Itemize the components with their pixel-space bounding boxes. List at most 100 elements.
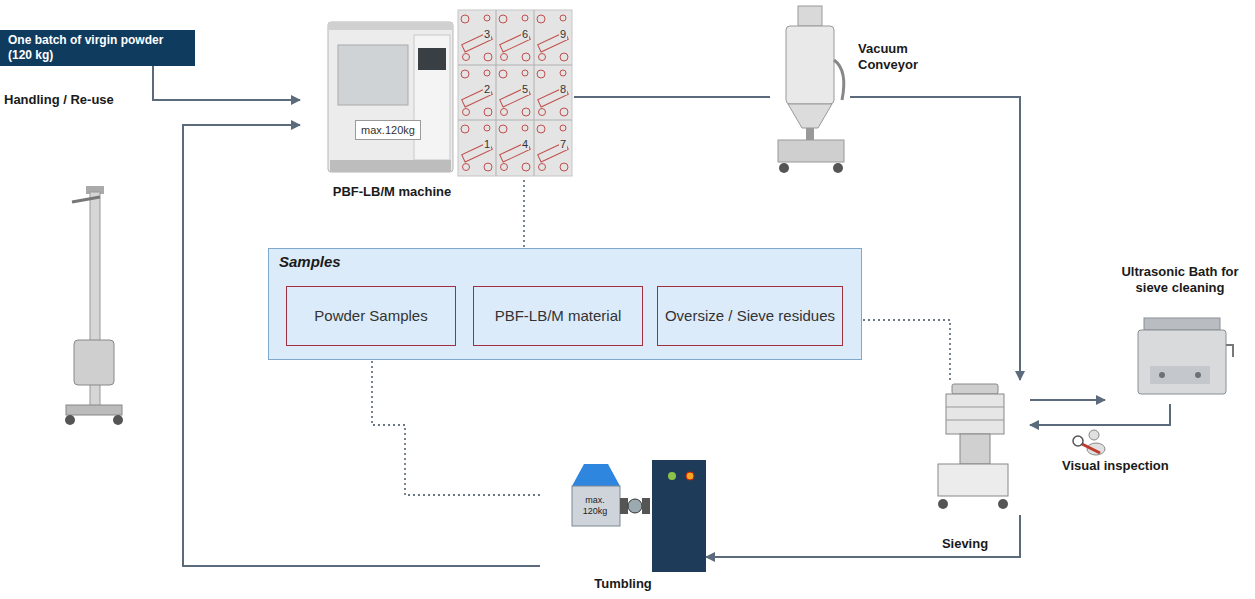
cell — [537, 15, 568, 61]
lift-base — [66, 405, 122, 415]
conveyor-motor — [798, 6, 822, 26]
coupling — [620, 498, 628, 514]
flow-arrow — [1030, 404, 1170, 425]
bath-panel — [1150, 366, 1210, 384]
conveyor-frame — [778, 140, 844, 162]
sample-arrow — [372, 346, 540, 495]
sample-box: Oversize / Sieve residues — [657, 286, 843, 346]
callout-number: 5 — [521, 83, 529, 95]
lift-illustration — [65, 186, 123, 425]
panel-title: Samples — [279, 253, 341, 271]
conveyor-hose — [834, 60, 844, 100]
bath-body — [1138, 330, 1226, 394]
machine-illustration — [328, 22, 453, 172]
wheel — [833, 163, 843, 173]
plate — [458, 10, 572, 176]
node-caption: PBF-LB/M machine — [300, 184, 484, 200]
callout-number: 7 — [559, 138, 567, 150]
callout-number: 3 — [483, 28, 491, 40]
cell — [461, 70, 492, 116]
sieve-body — [946, 394, 1004, 434]
bath-knob — [1195, 372, 1201, 378]
conveyor-cone — [788, 104, 832, 128]
machine-body — [328, 22, 453, 172]
grid-line — [458, 120, 572, 121]
coupling — [642, 498, 650, 514]
cell — [461, 15, 492, 61]
conveyor-tank — [786, 26, 834, 104]
flow-arrow — [574, 96, 770, 98]
node-caption: Sieving — [930, 536, 1000, 552]
wheel — [998, 499, 1008, 509]
magnifier-handle — [1082, 444, 1100, 453]
flow-arrow — [1030, 399, 1105, 401]
cell — [537, 125, 568, 171]
step-label: Handling / Re-use — [4, 92, 114, 108]
callout-number: 6 — [521, 28, 529, 40]
machine-side — [414, 35, 450, 160]
lift-handle — [72, 197, 100, 202]
sieve-lid — [952, 384, 998, 394]
machine-node: max.120kgPBF-LB/M machine — [300, 8, 574, 180]
bath-illustration — [1138, 318, 1233, 394]
conveyor-illustration — [778, 6, 844, 173]
inspector-icon — [1073, 430, 1105, 455]
wheel — [779, 163, 789, 173]
sieving-node: Sieving — [930, 380, 1030, 515]
bath-opening — [1144, 318, 1220, 330]
wheel — [65, 415, 75, 425]
build-plate — [458, 10, 572, 176]
cell — [461, 125, 492, 171]
node-text: Oversize / Sieve residues — [665, 307, 835, 325]
bath-knob — [1159, 372, 1165, 378]
tumbler-cabinet — [652, 460, 706, 572]
wheel — [938, 499, 948, 509]
sieve-band — [946, 407, 1004, 408]
cell — [537, 70, 568, 116]
machine-door — [338, 45, 408, 105]
flow-arrow — [706, 515, 1020, 557]
bath-node: Ultrasonic Bath for sieve cleaning — [1105, 300, 1235, 404]
node-caption: Tumbling — [573, 576, 673, 592]
node-caption: Vacuum Conveyor — [858, 41, 953, 73]
sample-box: PBF-LB/M material — [473, 286, 643, 346]
tumbler-drum — [572, 486, 620, 526]
sieve-band — [946, 420, 1004, 421]
flow-arrow — [153, 66, 300, 100]
callout-number: 8 — [559, 83, 567, 95]
wheel — [113, 415, 123, 425]
node-caption: Ultrasonic Bath for sieve cleaning — [1110, 264, 1250, 296]
sieve-motor — [960, 434, 990, 464]
tumbler-illustration — [572, 460, 706, 572]
sieve-illustration — [938, 384, 1008, 509]
node-text: One batch of virgin powder (120 kg) — [8, 33, 187, 63]
tumbler-hopper — [572, 464, 620, 486]
sample-box: Powder Samples — [286, 286, 456, 346]
samples-panel: SamplesPowder Samples PBF-LB/M material Ov… — [268, 248, 862, 360]
tumbling-node: max. 120kgTumbling — [540, 458, 706, 572]
grid-line — [534, 10, 535, 176]
capacity-tag: max. 120kg — [573, 489, 617, 523]
cell — [499, 70, 530, 116]
bath-tap — [1226, 345, 1233, 357]
machine-base — [330, 160, 451, 172]
machine-top — [328, 22, 453, 30]
capacity-tag: max.120kg — [355, 120, 421, 140]
cell — [499, 15, 530, 61]
grid-line — [496, 10, 497, 176]
sieve-cart — [938, 464, 1008, 496]
head — [1089, 430, 1099, 440]
lift-container — [74, 340, 114, 385]
grid-line — [458, 65, 572, 66]
node-text: PBF-LB/M material — [495, 307, 622, 325]
magnifier-lens — [1073, 436, 1083, 446]
coupling — [628, 499, 642, 513]
step-label: Visual inspection — [1062, 458, 1169, 474]
lamp — [668, 472, 676, 480]
callout-number: 9 — [559, 28, 567, 40]
input-box: One batch of virgin powder (120 kg) — [0, 30, 195, 66]
conveyor-node: Vacuum Conveyor — [770, 5, 850, 177]
callout-number: 4 — [521, 138, 529, 150]
callout-number: 2 — [483, 83, 491, 95]
